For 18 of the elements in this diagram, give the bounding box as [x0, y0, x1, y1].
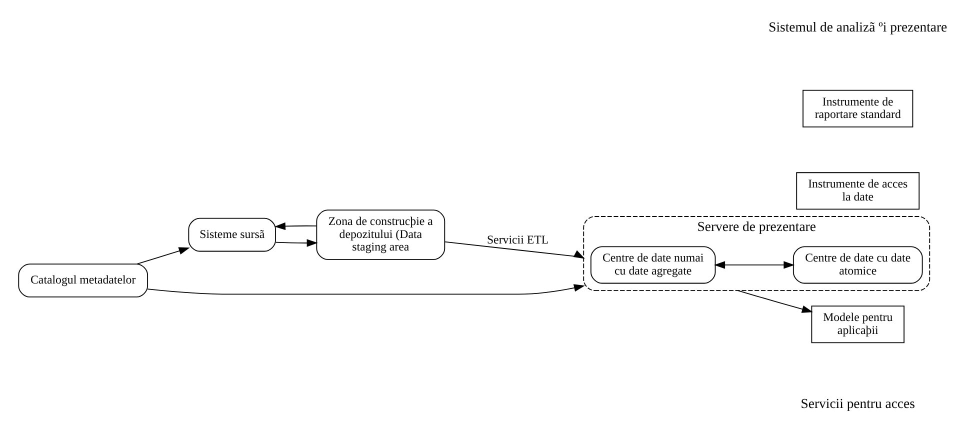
arrow — [444, 241, 584, 259]
node-box: Centre de date numai cu date agregate — [590, 246, 716, 284]
node-box: Centre de date cu date atomice — [792, 246, 922, 284]
arrow — [136, 247, 190, 264]
arrow — [146, 284, 584, 295]
arrow — [714, 261, 794, 269]
node-box: Catalogul metadatelor — [18, 264, 148, 298]
node-box: Zona de construcþie a depozitului (Data staging area — [316, 210, 445, 260]
edge-label: Servicii ETL — [486, 232, 548, 246]
arrow — [274, 239, 318, 247]
arrow — [274, 222, 316, 230]
label: Sistemul de analizã ºi prezentare — [768, 19, 947, 34]
node-box: Instrumente de raportare standard — [802, 90, 913, 128]
arrow — [736, 290, 812, 313]
node-box: Modele pentru aplicaþii — [810, 306, 904, 344]
label: Servicii pentru acces — [800, 396, 914, 412]
node-box: Instrumente de acces la date — [796, 172, 920, 210]
node-box: Sisteme sursã — [188, 218, 276, 252]
